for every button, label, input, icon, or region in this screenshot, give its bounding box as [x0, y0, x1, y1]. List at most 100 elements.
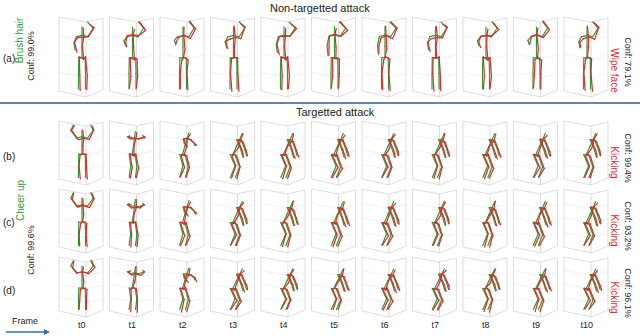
- grid-line: [110, 73, 137, 78]
- grid-wall: [110, 122, 154, 185]
- bone: [285, 28, 286, 36]
- skeleton: [483, 269, 499, 310]
- bone: [85, 222, 87, 234]
- bone: [287, 290, 290, 300]
- grid-wall: [160, 121, 187, 185]
- bone: [335, 34, 336, 48]
- grid-line: [211, 271, 238, 276]
- bone: [77, 272, 82, 273]
- bone: [84, 138, 90, 140]
- bone: [434, 224, 438, 234]
- grid-line: [137, 205, 154, 209]
- bone: [341, 30, 348, 36]
- bone: [590, 236, 595, 245]
- plot-grid: [261, 189, 305, 253]
- grid-wall: [564, 122, 608, 185]
- bone: [234, 38, 236, 47]
- bone: [438, 37, 443, 38]
- predicted-class: Kicking: [609, 281, 620, 313]
- bone: [85, 224, 87, 234]
- grid-line: [564, 73, 591, 78]
- bone: [136, 207, 140, 209]
- bone: [185, 212, 188, 216]
- grid-wall: [261, 189, 288, 253]
- bone: [596, 219, 598, 226]
- grid-wall: [362, 189, 389, 253]
- bone: [377, 45, 379, 54]
- grid-wall: [514, 189, 541, 253]
- bone: [442, 271, 446, 275]
- bone: [589, 37, 595, 39]
- bone: [187, 301, 190, 312]
- grid-wall: [564, 257, 591, 317]
- bone: [226, 41, 228, 48]
- bone: [280, 74, 281, 89]
- bone: [76, 35, 82, 36]
- bone: [431, 58, 432, 74]
- plot-grid: [312, 257, 356, 317]
- grid-line: [187, 219, 204, 223]
- bone: [237, 156, 240, 167]
- bone: [485, 290, 489, 299]
- skeleton: [332, 135, 349, 177]
- bone: [82, 35, 88, 36]
- separator-line: [0, 102, 640, 104]
- bone: [586, 156, 590, 166]
- grid-wall: [564, 258, 608, 317]
- bone: [241, 27, 245, 39]
- bone: [132, 214, 133, 222]
- grid-wall: [110, 18, 154, 97]
- grid-wall: [110, 17, 137, 97]
- bone: [174, 40, 175, 44]
- bone: [89, 199, 94, 208]
- bone: [186, 288, 190, 301]
- bone: [388, 58, 389, 74]
- grid-wall: [413, 257, 440, 317]
- bone: [286, 35, 291, 37]
- grid-wall: [160, 189, 187, 253]
- bone: [184, 35, 185, 49]
- frame-label: t1: [129, 321, 137, 331]
- plot-grid: [160, 189, 204, 253]
- bone: [498, 217, 501, 225]
- plot-grid: [564, 189, 608, 253]
- grid-wall: [211, 18, 255, 97]
- bone: [237, 224, 241, 235]
- bone: [388, 275, 392, 284]
- plot-grid: [564, 121, 608, 185]
- bone: [181, 300, 184, 313]
- bone: [596, 209, 601, 220]
- bone: [537, 49, 539, 58]
- plot-grid: [110, 17, 154, 97]
- bone: [238, 208, 243, 220]
- bone: [432, 234, 437, 245]
- bone: [236, 235, 240, 245]
- bone: [494, 217, 497, 226]
- grid-line: [187, 74, 204, 78]
- bone: [82, 154, 85, 155]
- grid-line: [86, 219, 103, 223]
- bone: [139, 30, 146, 36]
- bone: [242, 141, 246, 150]
- bone: [590, 302, 595, 309]
- bone: [536, 281, 540, 289]
- bone: [448, 150, 450, 157]
- frame-label: t8: [482, 321, 490, 331]
- grid-wall: [413, 190, 457, 253]
- bone: [338, 74, 340, 88]
- bone: [389, 140, 394, 152]
- grid-wall: [362, 17, 389, 97]
- bone: [337, 58, 338, 74]
- bone: [78, 74, 79, 89]
- bone: [495, 285, 497, 291]
- plot-grid: [261, 257, 305, 317]
- bone: [387, 288, 393, 301]
- bone: [130, 154, 132, 167]
- bone: [85, 299, 86, 310]
- bone: [539, 155, 544, 168]
- plot-grid: [211, 17, 255, 97]
- grid-line: [238, 285, 255, 289]
- bone: [133, 35, 135, 48]
- bone: [590, 224, 594, 236]
- bone: [128, 136, 131, 138]
